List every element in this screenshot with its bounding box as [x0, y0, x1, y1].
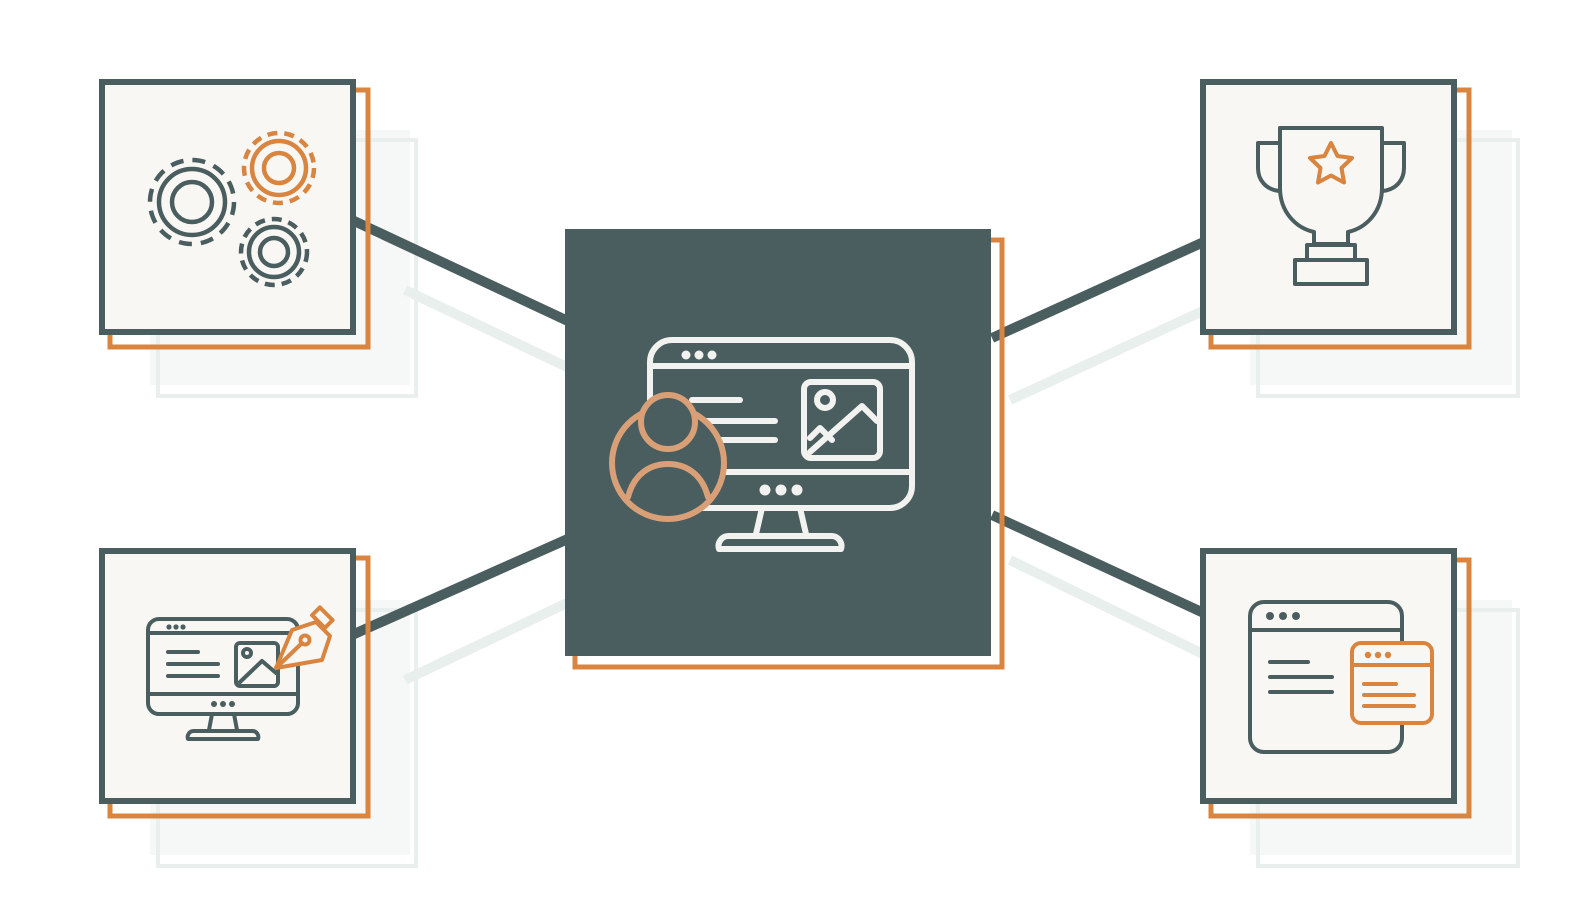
connector-top-left	[349, 215, 573, 327]
node-bottom-right	[1200, 548, 1472, 819]
trophy-star-icon	[1256, 126, 1406, 286]
center-hub	[565, 229, 1005, 670]
node-bottom-left	[99, 548, 371, 819]
node-top-left	[99, 79, 371, 350]
web-design-monitor-pen-icon	[146, 605, 335, 741]
node-bottom-left-card	[99, 548, 356, 804]
connector-bottom-right	[989, 510, 1211, 620]
node-top-right-card	[1200, 79, 1457, 335]
connector-bottom-left	[349, 533, 573, 640]
user-web-page-monitor-icon	[609, 337, 915, 552]
node-top-left-card	[99, 79, 356, 335]
browser-windows-icon	[1248, 600, 1434, 754]
connector-lines	[349, 215, 1211, 640]
connector-top-right	[989, 235, 1211, 343]
node-top-right	[1200, 79, 1472, 350]
trophy-star	[1308, 141, 1354, 185]
gears-settings-icon	[147, 130, 317, 288]
